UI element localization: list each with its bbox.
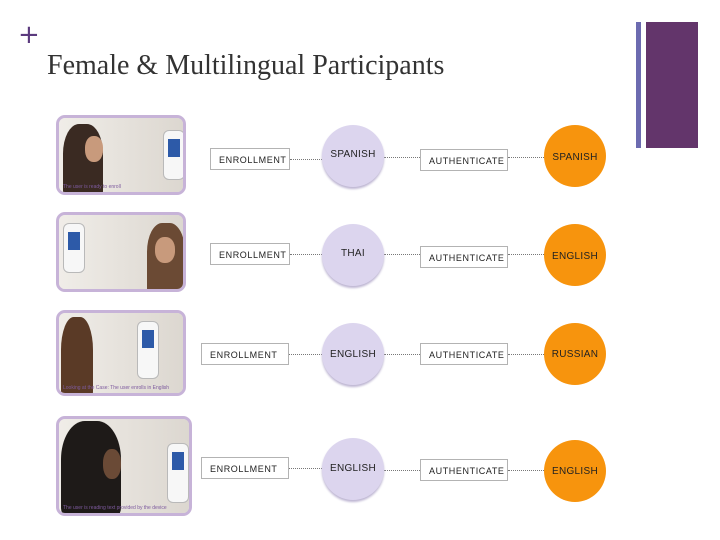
photo-caption: The user is reading text provided by the…: [63, 505, 167, 511]
enroll-language-circle: ENGLISH: [322, 438, 384, 500]
auth-language-circle: SPANISH: [544, 125, 606, 187]
auth-language-circle: RUSSIAN: [544, 323, 606, 385]
participant-photo: [56, 212, 186, 292]
participant-photo: The user is reading text provided by the…: [56, 416, 192, 516]
enroll-language-circle: ENGLISH: [322, 323, 384, 385]
enrollment-box: ENROLLMENT: [210, 148, 290, 170]
authenticate-box: AUTHENTICATE: [420, 149, 508, 171]
enrollment-box: ENROLLMENT: [201, 343, 289, 365]
participant-photo: The user is ready to enroll: [56, 115, 186, 195]
plus-icon: +: [18, 20, 40, 50]
enroll-language-circle: SPANISH: [322, 125, 384, 187]
photo-caption: The user is ready to enroll: [63, 184, 121, 190]
accent-bar-thin: [636, 22, 641, 148]
auth-language-circle: ENGLISH: [544, 224, 606, 286]
accent-bar-thick: [646, 22, 698, 148]
photo-caption: Looking at the Case: The user enrolls in…: [63, 385, 170, 391]
enroll-language-circle: THAI: [322, 224, 384, 286]
authenticate-box: AUTHENTICATE: [420, 459, 508, 481]
authenticate-box: AUTHENTICATE: [420, 246, 508, 268]
auth-language-circle: ENGLISH: [544, 440, 606, 502]
enrollment-box: ENROLLMENT: [201, 457, 289, 479]
participant-photo: Looking at the Case: The user enrolls in…: [56, 310, 186, 396]
authenticate-box: AUTHENTICATE: [420, 343, 508, 365]
slide-title: Female & Multilingual Participants: [47, 50, 445, 81]
enrollment-box: ENROLLMENT: [210, 243, 290, 265]
